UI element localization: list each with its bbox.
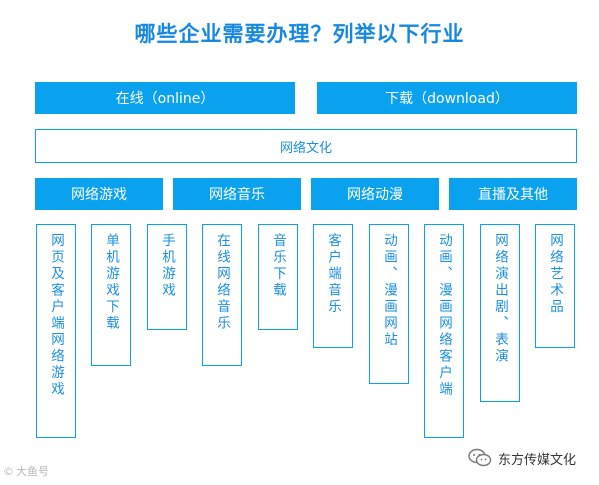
category-network-music: 网络音乐: [173, 178, 301, 210]
leaf-music-download: 音乐下载: [258, 224, 298, 330]
leaf-online-music: 在线网络音乐: [202, 224, 242, 366]
leaf-network-art: 网络艺术品: [535, 224, 575, 348]
leaf-animation-comic-client: 动画、漫画网络客户端: [424, 224, 464, 438]
leaf-network-performance: 网络演出剧、表演: [480, 224, 520, 402]
category-label: 直播及其他: [478, 187, 548, 203]
download-label: 下载（download）: [385, 91, 509, 107]
page-title: 哪些企业需要办理？列举以下行业: [134, 22, 465, 46]
watermark-logo-icon: ©: [3, 464, 14, 478]
leaf-client-music: 客户端音乐: [313, 224, 353, 348]
category-label: 网络动漫: [347, 187, 403, 203]
online-label: 在线（online）: [115, 91, 215, 107]
download-box: 下载（download）: [317, 82, 577, 114]
category-label: 网络游戏: [71, 187, 127, 203]
wechat-icon: [468, 448, 492, 467]
category-live-and-other: 直播及其他: [449, 178, 577, 210]
leaf-web-client-games: 网页及客户端网络游戏: [36, 224, 76, 438]
network-culture-box: 网络文化: [35, 129, 577, 163]
watermark: © 大鱼号: [3, 464, 49, 479]
category-network-animation: 网络动漫: [311, 178, 439, 210]
brand-footer: 东方传媒文化: [468, 448, 576, 468]
category-network-games: 网络游戏: [35, 178, 163, 210]
brand-name: 东方传媒文化: [498, 452, 577, 468]
online-box: 在线（online）: [35, 82, 295, 114]
leaf-animation-comic-sites: 动画、漫画网站: [369, 224, 409, 384]
network-culture-label: 网络文化: [279, 140, 332, 156]
leaf-mobile-games: 手机游戏: [147, 224, 187, 330]
leaf-standalone-game-download: 单机游戏下载: [91, 224, 131, 366]
category-label: 网络音乐: [209, 187, 265, 203]
